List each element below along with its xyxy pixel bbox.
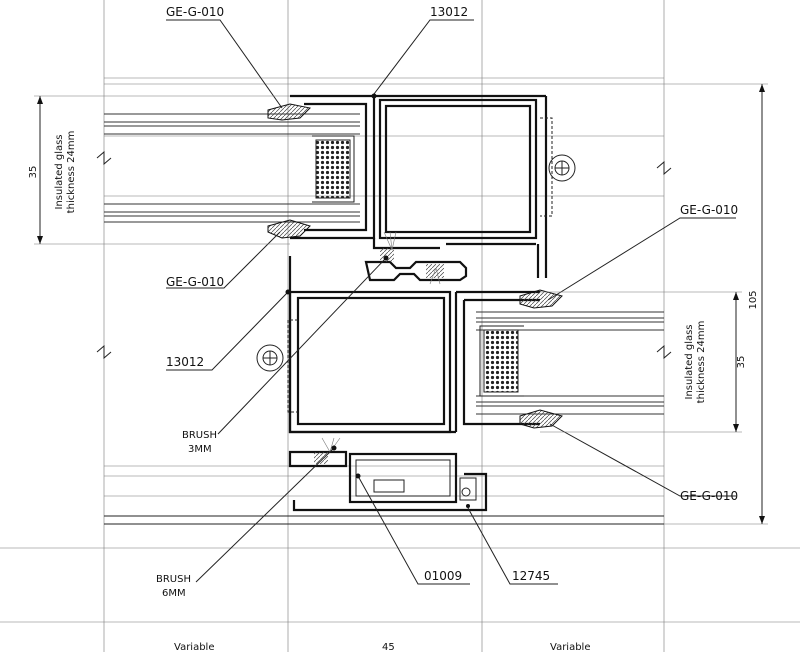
label-gasket-right-bottom: GE-G-010	[680, 489, 738, 503]
dim-right-glass: 35	[736, 356, 747, 369]
label-brush-3mm-1: BRUSH	[182, 430, 217, 441]
label-profile-left: 13012	[166, 355, 204, 369]
dim-bottom-center: 45	[382, 642, 395, 652]
label-part-01009: 01009	[424, 569, 462, 583]
label-brush-6mm-1: BRUSH	[156, 574, 191, 585]
label-gasket-top: GE-G-010	[166, 5, 224, 19]
note-right-glass-1: Insulated glass	[684, 324, 695, 399]
leader-lines	[166, 19, 736, 585]
interlock	[364, 231, 468, 285]
dim-left-glass: 35	[28, 166, 39, 179]
left-glass-unit	[104, 113, 360, 223]
note-right-glass-2: thickness 24mm	[696, 321, 707, 404]
gaskets	[267, 103, 563, 429]
note-left-glass-2: thickness 24mm	[66, 131, 77, 214]
right-glass-unit	[476, 311, 664, 415]
dim-bottom-left: Variable	[174, 642, 215, 652]
label-brush-3mm-2: 3MM	[188, 444, 212, 455]
label-profile-top: 13012	[430, 5, 468, 19]
label-gasket-upper-left: GE-G-010	[166, 275, 224, 289]
dimension-lines	[34, 83, 768, 525]
label-brush-6mm-2: 6MM	[162, 588, 186, 599]
dim-bottom-right: Variable	[550, 642, 591, 652]
label-part-12745: 12745	[512, 569, 550, 583]
upper-sash-profile	[290, 94, 576, 278]
note-left-glass-1: Insulated glass	[54, 134, 65, 209]
lower-sash-profile	[256, 256, 540, 434]
label-gasket-right-top: GE-G-010	[680, 203, 738, 217]
dim-overall-height: 105	[748, 290, 759, 309]
bottom-track	[288, 437, 488, 512]
text-labels: GE-G-010 13012 GE-G-010 GE-G-010 13012 B…	[28, 5, 759, 653]
